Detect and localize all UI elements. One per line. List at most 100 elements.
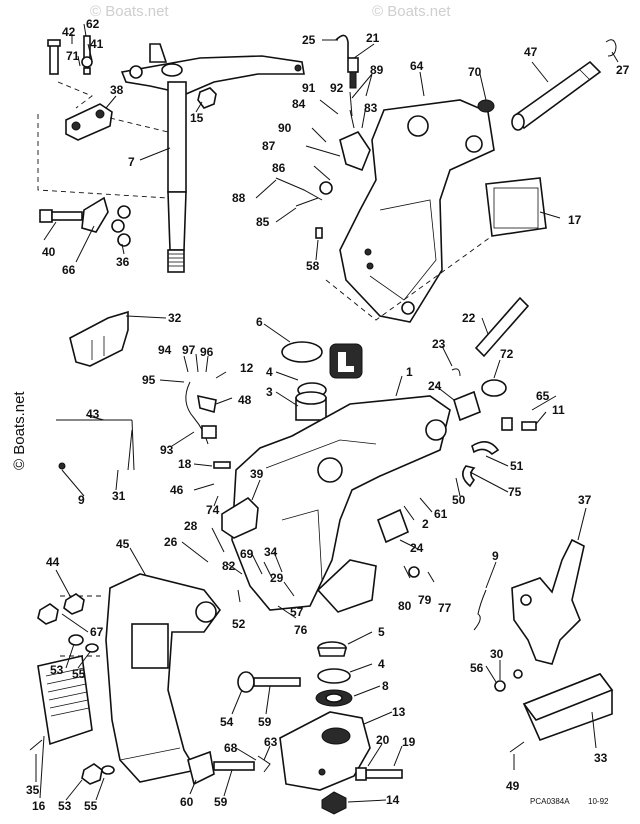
- bolt-11-65: [501, 417, 537, 431]
- callout-38: 38: [110, 83, 124, 97]
- callout-72: 72: [500, 347, 514, 361]
- callout-52: 52: [232, 617, 246, 631]
- callout-90: 90: [278, 121, 292, 135]
- callout-57: 57: [290, 605, 304, 619]
- callout-55-bottom: 55: [84, 799, 98, 813]
- callout-9: 9: [492, 549, 499, 563]
- washer-4: [317, 668, 351, 684]
- callout-10: 9: [78, 493, 85, 507]
- callout-24-bottom: 24: [410, 541, 424, 555]
- bushing-5: [316, 641, 348, 657]
- callout-4: 4: [378, 657, 385, 671]
- callout-26: 26: [164, 535, 178, 549]
- bracket-43: [56, 419, 135, 471]
- callout-59-bottom: 59: [214, 795, 228, 809]
- callout-95: 95: [142, 373, 156, 387]
- callout-15: 15: [190, 111, 204, 125]
- callout-49: 49: [506, 779, 520, 793]
- nut-15: [197, 87, 217, 109]
- callout-labels: 42 62 41 71 38 15 7 40 66 36 25 21 89 91…: [26, 17, 630, 813]
- bracket-13: [279, 711, 371, 791]
- callout-40: 40: [42, 245, 56, 259]
- nut-67: [37, 603, 59, 625]
- cover-32: [69, 310, 129, 367]
- callout-44: 44: [46, 555, 60, 569]
- plate-60: [187, 750, 215, 786]
- callout-33: 33: [594, 751, 608, 765]
- callout-28: 28: [184, 519, 198, 533]
- callout-76: 76: [294, 623, 308, 637]
- lock-lever-group: [275, 34, 371, 239]
- callout-36: 36: [116, 255, 130, 269]
- callout-39: 39: [250, 467, 264, 481]
- callout-3: 3: [266, 385, 273, 399]
- callout-53-top: 53: [50, 663, 64, 677]
- callout-29: 29: [270, 571, 284, 585]
- callout-4-top: 4: [266, 365, 273, 379]
- callout-35: 35: [26, 783, 40, 797]
- stern-bracket-1: [231, 395, 451, 613]
- bolt-19-20: [355, 767, 403, 781]
- callout-93: 93: [160, 443, 174, 457]
- leader-lines: [35, 23, 619, 803]
- decal-icon: [329, 343, 363, 379]
- callout-96: 96: [200, 345, 214, 359]
- callout-48: 48: [238, 393, 252, 407]
- retaining-ring-27: [605, 39, 617, 57]
- callout-64: 64: [410, 59, 424, 73]
- callout-19: 19: [402, 735, 416, 749]
- callout-32: 32: [168, 311, 182, 325]
- bearing-8: [315, 689, 353, 707]
- callout-43: 43: [86, 407, 100, 421]
- callout-82: 82: [222, 559, 236, 573]
- callout-56: 56: [470, 661, 484, 675]
- callout-85: 85: [256, 215, 270, 229]
- callout-87: 87: [262, 139, 276, 153]
- callout-20: 20: [376, 733, 390, 747]
- spring-9: [473, 589, 487, 631]
- diagram-code: PCA0384A: [530, 797, 570, 806]
- callout-37: 37: [578, 493, 592, 507]
- clips-79-80-77: [403, 565, 435, 583]
- bushing-70: [477, 99, 495, 113]
- bolt-40: [39, 209, 83, 223]
- bushings-24: [376, 390, 481, 544]
- callout-60: 60: [180, 795, 194, 809]
- callout-66: 66: [62, 263, 76, 277]
- callout-91: 91: [302, 81, 316, 95]
- callout-13: 13: [392, 705, 406, 719]
- bolts-42-62: [47, 35, 93, 75]
- callout-59-top: 59: [258, 715, 272, 729]
- lever-37: [511, 538, 585, 665]
- callout-55-top: 55: [72, 667, 86, 681]
- callout-42: 42: [62, 25, 76, 39]
- washers-36-66: [81, 196, 131, 247]
- callout-68: 68: [224, 741, 238, 755]
- callout-22: 22: [462, 311, 476, 325]
- callout-16: 16: [32, 799, 46, 813]
- bolt-54-59: [213, 671, 301, 771]
- callout-12: 12: [240, 361, 254, 375]
- callout-83: 83: [364, 101, 378, 115]
- swivel-shaft: [167, 81, 187, 273]
- wire-93: [185, 381, 217, 445]
- clamp-bracket-64: [339, 99, 495, 323]
- callout-75: 75: [508, 485, 522, 499]
- callout-77: 77: [438, 601, 452, 615]
- callout-30: 30: [490, 647, 504, 661]
- callout-21: 21: [366, 31, 380, 45]
- watermark-top-right: © Boats.net: [372, 3, 451, 20]
- callout-31: 31: [112, 489, 126, 503]
- callout-2: 2: [422, 517, 429, 531]
- callout-18: 18: [178, 457, 192, 471]
- callout-6: 6: [256, 315, 263, 329]
- callout-88: 88: [232, 191, 246, 205]
- washers-53-55: [68, 634, 115, 785]
- callout-17: 17: [568, 213, 582, 227]
- callout-74: 74: [206, 503, 220, 517]
- callout-92: 92: [330, 81, 344, 95]
- callout-14: 14: [386, 793, 400, 807]
- callout-54: 54: [220, 715, 234, 729]
- clip-23: [451, 368, 461, 377]
- callout-47: 47: [524, 45, 538, 59]
